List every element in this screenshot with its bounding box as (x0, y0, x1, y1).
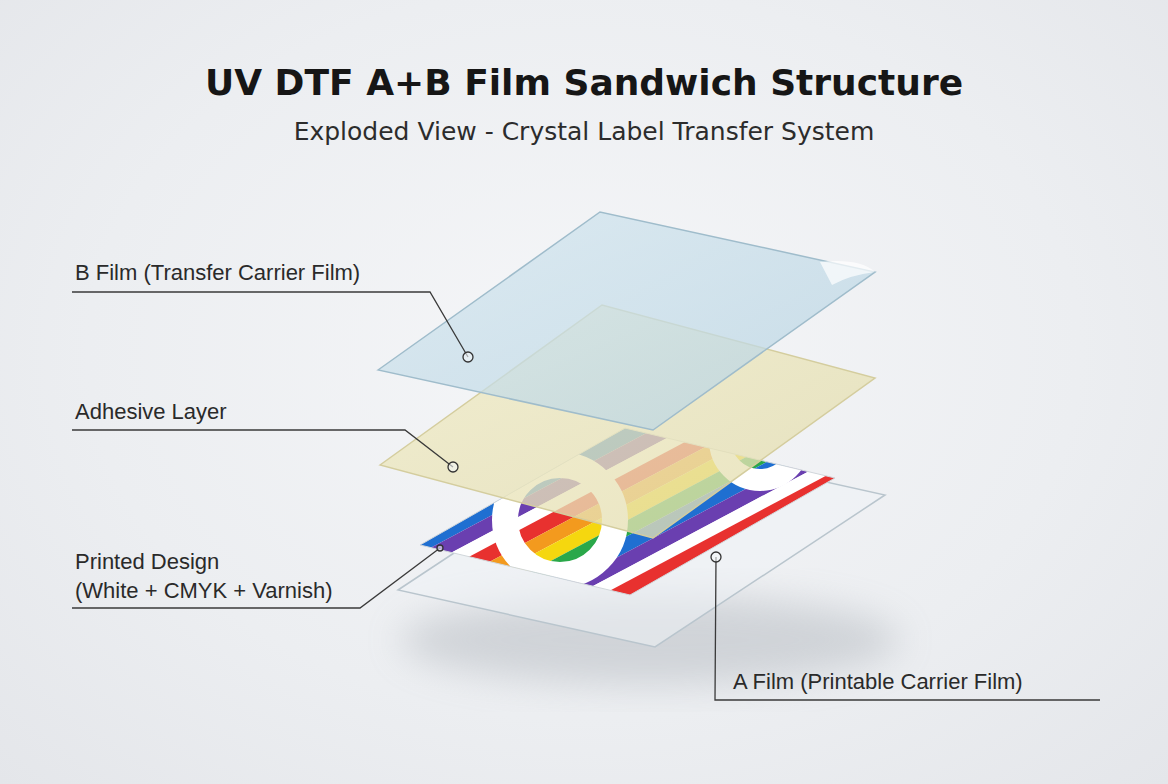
diagram-title: UV DTF A+B Film Sandwich Structure (0, 62, 1168, 103)
callout-dot (448, 462, 458, 472)
leader-lines (72, 292, 1100, 700)
leader-line (72, 430, 453, 467)
part-label: Printed Design (White + CMYK + Varnish) (75, 547, 365, 605)
film-curl-highlight (820, 261, 875, 285)
callout-dot (463, 352, 473, 362)
callout-dots (437, 352, 721, 562)
callout-dot (437, 545, 443, 551)
leader-line (72, 292, 468, 357)
callout-dot (711, 552, 721, 562)
part-label: A Film (Printable Carrier Film) (733, 667, 1113, 696)
part-label: Adhesive Layer (75, 397, 395, 426)
b-film-layer (378, 212, 875, 430)
wrap-spacer (255, 547, 365, 576)
leader-line (72, 548, 440, 608)
part-label: B Film (Transfer Carrier Film) (75, 258, 455, 287)
subtitle: Exploded View - Crystal Label Transfer S… (0, 117, 1168, 146)
